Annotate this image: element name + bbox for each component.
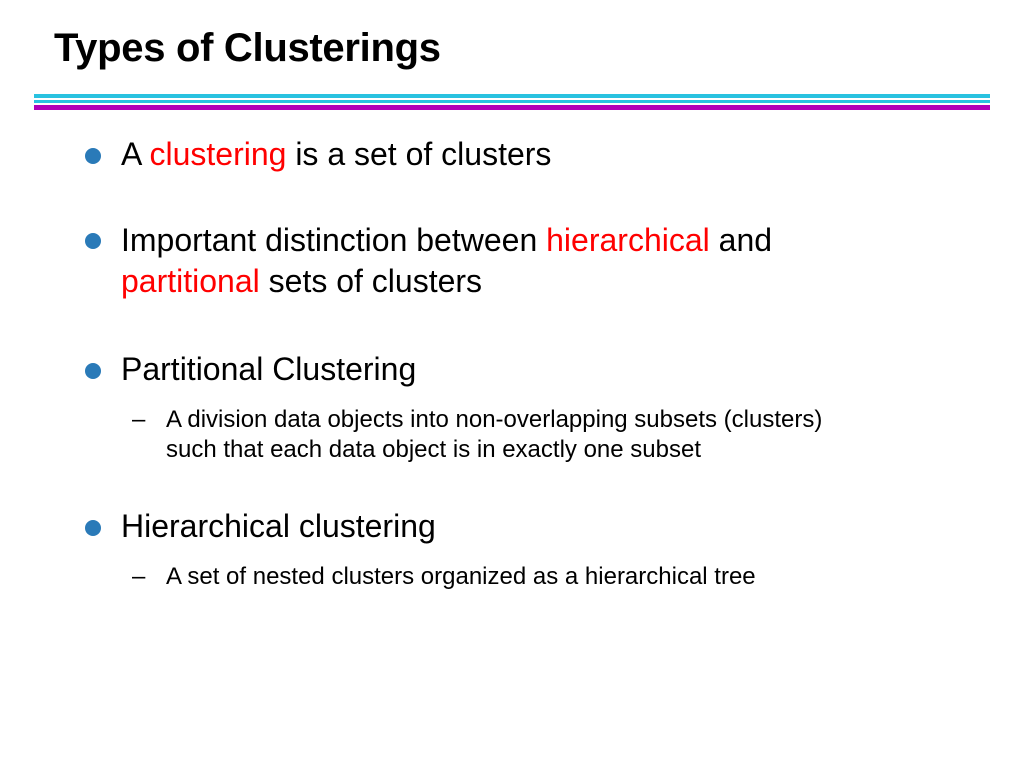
bullet-dot-icon <box>85 233 101 249</box>
highlighted-term: partitional <box>121 263 260 299</box>
highlighted-term: hierarchical <box>546 222 710 258</box>
sub-bullet-text: A division data objects into non-overlap… <box>166 405 986 465</box>
bullet-text-part: sets of clusters <box>259 263 483 299</box>
sub-bullet-dash-icon: – <box>132 563 146 590</box>
bullet-text-part: is a set of clusters <box>286 136 552 172</box>
sub-bullet-text: A set of nested clusters organized as a … <box>166 562 986 592</box>
bullet-text: A clustering is a set of clusters <box>121 134 981 175</box>
bullet-text: Partitional Clustering <box>121 351 417 387</box>
highlighted-term: clustering <box>149 136 287 172</box>
bullet-text: Important distinction between hierarchic… <box>121 220 981 302</box>
bullet-text: Hierarchical clustering <box>121 508 436 544</box>
bullet-text-part: A <box>121 136 150 172</box>
title-rule-purple <box>34 105 990 110</box>
bullet-dot-icon <box>85 363 101 379</box>
sub-bullet-dash-icon: – <box>132 406 146 433</box>
bullet-text-part: and <box>709 222 773 258</box>
sub-bullet-line: A division data objects into non-overlap… <box>166 406 823 433</box>
bullet-text-part: Important distinction between <box>121 222 547 258</box>
bullet-dot-icon <box>85 148 101 164</box>
sub-bullet-line: such that each data object is in exactly… <box>166 436 701 463</box>
sub-bullet-line: A set of nested clusters organized as a … <box>166 563 756 590</box>
title-rule-cyan-thin <box>34 100 990 103</box>
title-rule-cyan <box>34 94 990 98</box>
slide-title: Types of Clusterings <box>54 26 441 70</box>
bullet-dot-icon <box>85 520 101 536</box>
